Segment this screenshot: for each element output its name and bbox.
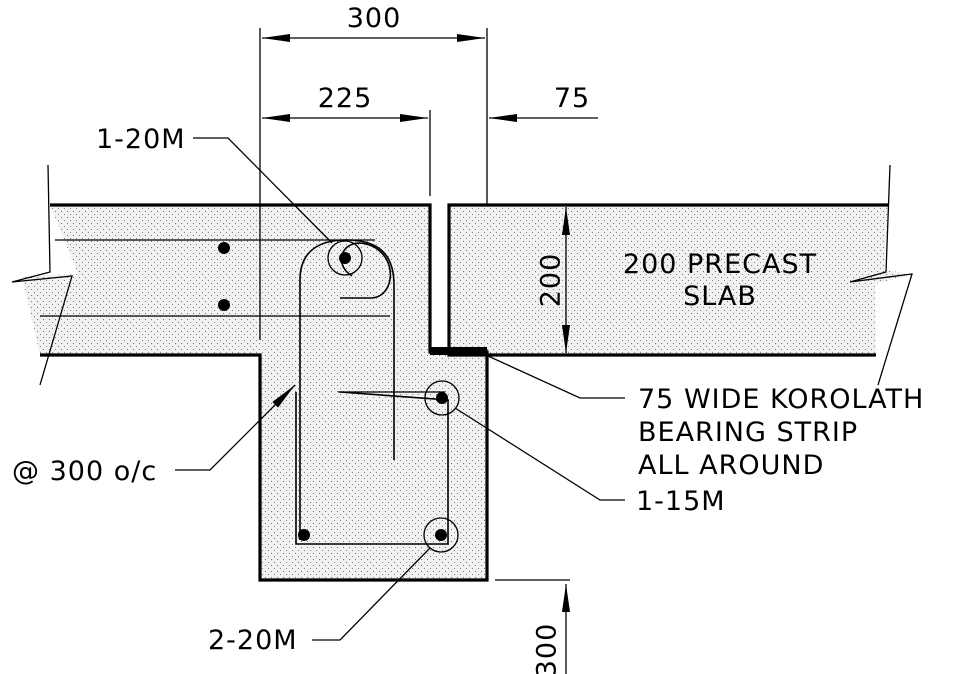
beam-outline-top: [40, 203, 489, 582]
label-bearing-line2: BEARING STRIP: [638, 417, 858, 448]
stirrup-tie: [295, 391, 449, 545]
dim-text-300-bottom: 300: [532, 623, 563, 674]
label-bearing-line1: 75 WIDE KOROLATH: [638, 384, 924, 415]
dim-text-200: 200: [536, 253, 567, 308]
top-bar-callout-circle: [327, 240, 363, 276]
dim-text-75: 75: [554, 83, 590, 114]
leader-side-bar: [454, 407, 625, 501]
leader-bearing-strip: [487, 355, 625, 399]
bearing-strip: [430, 347, 487, 355]
label-bearing-line3: ALL AROUND: [638, 450, 824, 481]
bottom-bar-dot-right: [435, 529, 447, 541]
dim-text-225: 225: [318, 83, 373, 114]
precast-slab: [449, 205, 912, 355]
label-stirrup-spacing: @ 300 o/c: [12, 456, 157, 487]
dim-text-300: 300: [347, 3, 402, 34]
label-bottom-bars: 2-20M: [208, 625, 298, 656]
slab-bar-dot-top: [218, 242, 230, 254]
break-line-left: [11, 164, 73, 386]
label-slab-line1: 200 PRECAST: [623, 249, 817, 280]
bottom-bar-dot-left: [298, 529, 310, 541]
label-side-bar: 1-15M: [636, 486, 726, 517]
leader-stirrup: [175, 384, 296, 471]
bottom-bar-callout-circle: [423, 517, 459, 553]
stirrup-u-bar: [299, 239, 395, 540]
leader-bottom-bars: [312, 547, 431, 641]
label-top-bar: 1-20M: [96, 124, 186, 155]
label-slab-line2: SLAB: [683, 281, 757, 312]
side-bar-dot: [436, 392, 448, 404]
top-bar-dot: [339, 252, 351, 264]
side-bar-callout-circle: [424, 380, 460, 416]
leader-top-bar: [193, 137, 333, 244]
slab-bar-dot-bottom: [218, 299, 230, 311]
break-line-right: [849, 164, 913, 386]
slab-outline: [447, 203, 888, 357]
